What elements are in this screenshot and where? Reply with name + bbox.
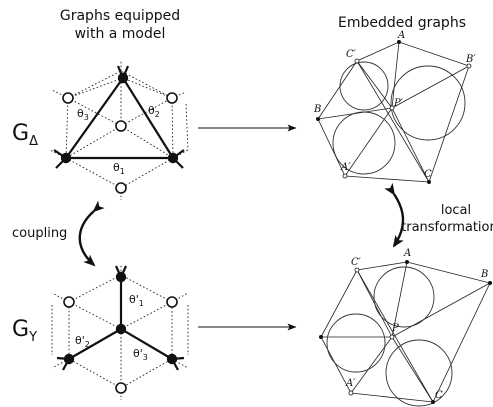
bottom-circle-1 [373,266,435,328]
g-y-node-top [115,271,127,283]
top-circle-1 [339,61,389,111]
top-point-P1: P′ [393,98,404,109]
g-y-node-open-right [166,296,178,308]
g-y-theta-2: θ'2 [75,334,90,349]
top-circle-2 [390,65,466,141]
g-delta-node-top [117,72,129,84]
top-embedded-graph: A B′ C′ B P′ A′ C [313,30,476,184]
top-embedding-outline [317,41,470,183]
g-delta-node-open-bottom [115,182,127,194]
right-title: Embedded graphs [338,15,466,31]
g-delta-theta-1: θ1 [113,161,125,176]
g-y-node-open-bottom [115,382,127,394]
bottom-point-C1: C′ [351,257,362,268]
g-delta-theta-3: θ3 [77,107,89,122]
top-point-A1: A′ [340,162,351,173]
g-y-label: GY [12,317,37,345]
bottom-embedded-graph: A B C′ P A′ C [319,248,492,407]
bottom-point-A1: A′ [345,378,356,389]
bottom-circle-3 [385,339,453,407]
top-point-B: B [313,104,321,115]
bottom-point-B: B [480,269,488,280]
bottom-point-C: C [435,390,443,401]
g-delta-node-right [167,152,179,164]
local-transformation-label-2: transformatior [401,220,493,235]
left-title-line-2: with a model [75,26,166,42]
left-title-line-1: Graphs equipped [60,8,180,24]
g-delta-node-open-right [166,92,178,104]
top-point-C: C [424,169,432,180]
g-delta-node-left [60,152,72,164]
local-transformation-arrow [384,182,405,248]
top-circle-3 [332,111,396,175]
bottom-point-A: A [403,248,411,259]
coupling-label: coupling [12,226,67,241]
bottom-circle-2 [326,313,386,373]
g-delta-node-open-center [115,120,127,132]
top-point-A: A [397,30,405,41]
local-transformation-label-1: local [441,203,471,218]
g-y-node-right [166,353,178,365]
g-y-graph: θ'1 θ'2 θ'3 [51,265,189,400]
g-delta-label: GΔ [12,121,38,149]
g-delta-theta-2: θ2 [148,104,160,119]
g-y-node-left [63,353,75,365]
g-delta-dotted-lattice [49,60,189,200]
g-y-theta-1: θ'1 [129,293,144,308]
coupling-arrow [78,200,105,267]
g-y-theta-3: θ'3 [133,347,148,362]
g-delta-node-open-left [62,92,74,104]
g-delta-graph: θ3 θ2 θ1 [49,60,189,200]
g-y-node-open-left [63,296,75,308]
top-point-B1: B′ [465,54,476,65]
bottom-point-P: P [391,323,399,334]
g-y-node-center [115,323,127,335]
top-point-C1: C′ [346,49,357,60]
